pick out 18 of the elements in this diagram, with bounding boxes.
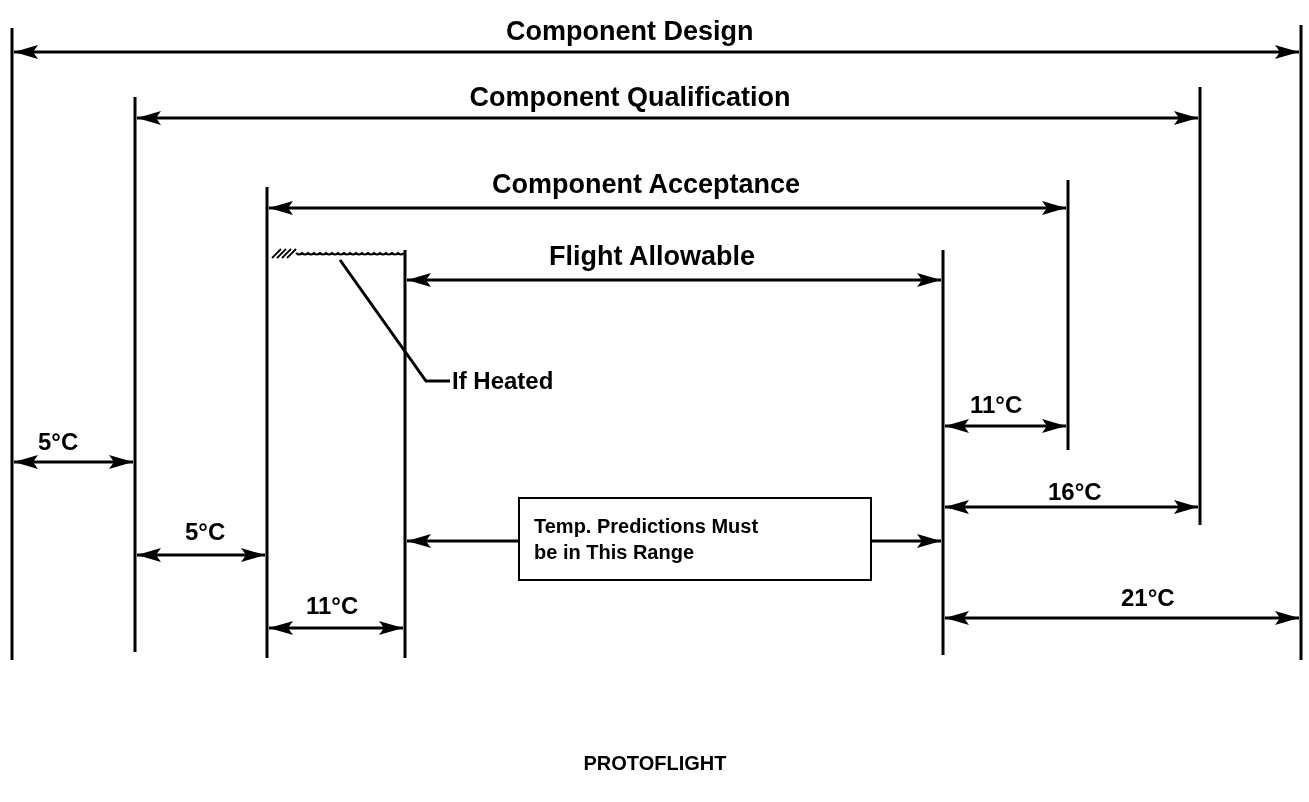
arrow bbox=[407, 534, 518, 548]
leader-line bbox=[338, 259, 450, 383]
callout-text: If Heated bbox=[452, 369, 554, 393]
dimension-label: 5°C bbox=[38, 430, 79, 454]
arrow bbox=[872, 534, 941, 548]
range-label: Component Qualification bbox=[469, 84, 791, 111]
dimension-label: 11°C bbox=[306, 594, 359, 618]
dimension-label: 16°C bbox=[1048, 480, 1102, 504]
dimension-label: 5°C bbox=[185, 520, 226, 544]
range-label: Flight Allowable bbox=[549, 243, 755, 270]
note-text: Temp. Predictions Must be in This Range bbox=[534, 514, 760, 565]
dimension-label: 11°C bbox=[970, 393, 1023, 417]
dimension-label: 21°C bbox=[1121, 586, 1175, 610]
heating-zone-hatch bbox=[271, 248, 405, 259]
note-box bbox=[518, 497, 872, 581]
range-label: Component Design bbox=[506, 18, 754, 45]
range-label: Component Acceptance bbox=[492, 171, 801, 198]
caption: PROTOFLIGHT bbox=[583, 753, 727, 773]
